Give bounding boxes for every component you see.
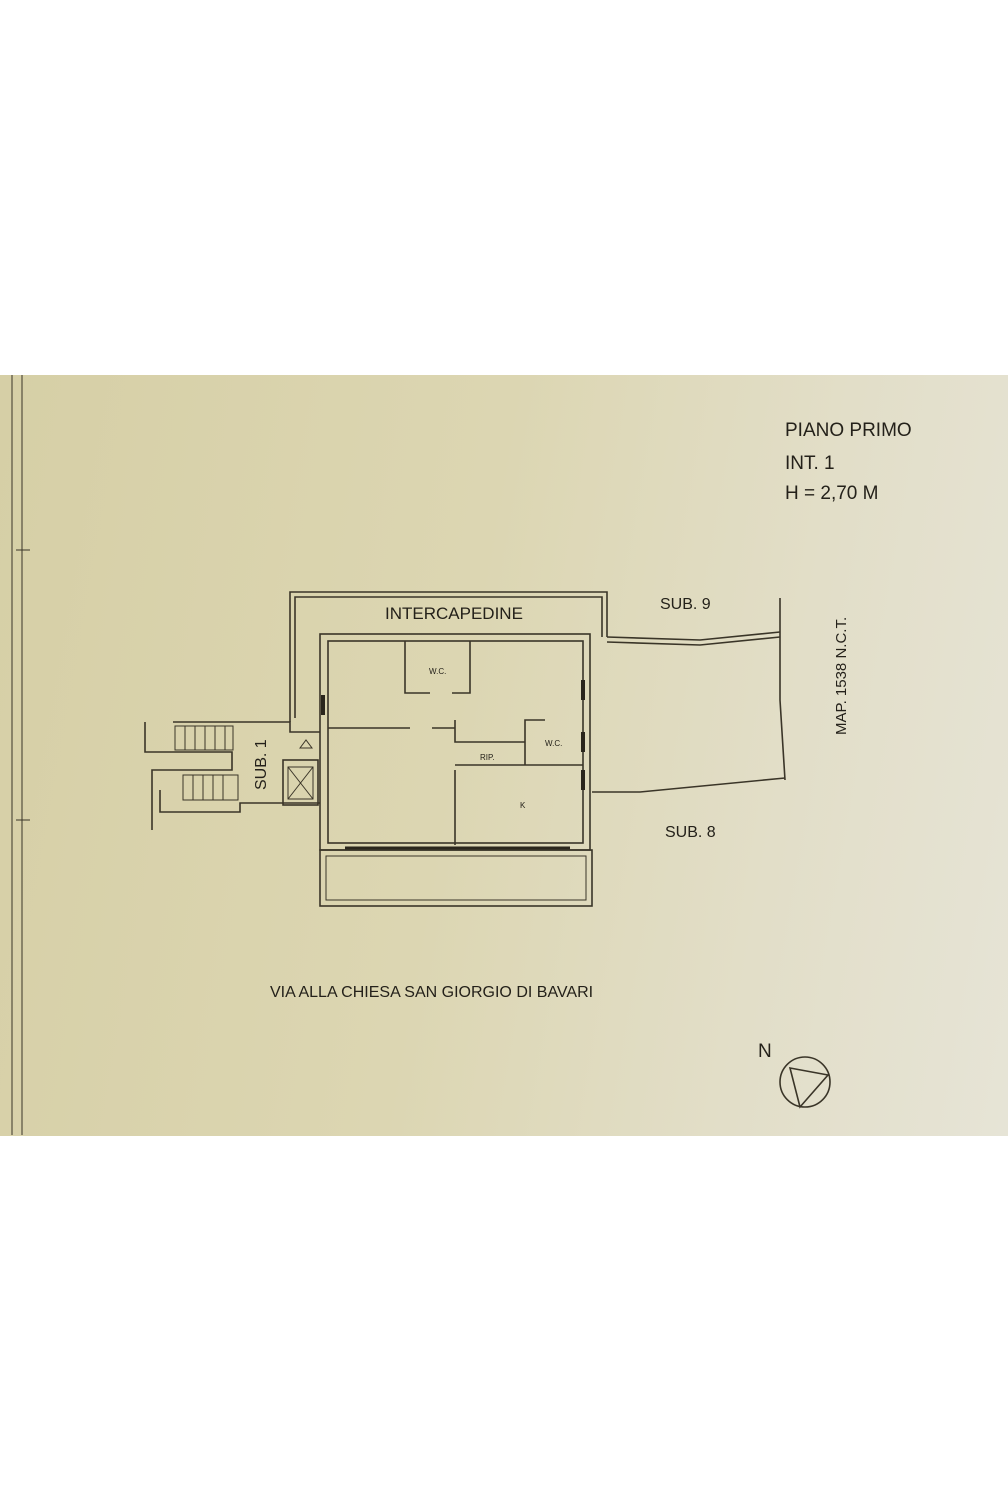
room-label-wc: W.C. xyxy=(429,667,446,676)
floor-label: PIANO PRIMO xyxy=(785,420,912,441)
adjacent-lot xyxy=(592,598,786,793)
height-label: H = 2,70 M xyxy=(785,483,878,504)
floor-plan-sheet xyxy=(0,375,1008,1136)
intercapedine-label: INTERCAPEDINE xyxy=(385,604,523,623)
staircase-icon xyxy=(144,721,320,830)
balcony xyxy=(319,849,593,907)
entrance-marker-icon xyxy=(299,739,313,749)
room-label-wc: W.C. xyxy=(545,739,562,748)
elevator-icon xyxy=(282,759,319,806)
room-label-rip: RIP. xyxy=(480,753,495,762)
north-arrow-compass-icon xyxy=(779,1056,831,1109)
intercapedine-wall xyxy=(289,591,608,722)
room-label-kitchen: K xyxy=(520,801,526,810)
north-label: N xyxy=(758,1041,772,1062)
sub8-label: SUB. 8 xyxy=(665,824,716,841)
street-label: VIA ALLA CHIESA SAN GIORGIO DI BAVARI xyxy=(270,984,593,1001)
map-label: MAP. 1538 N.C.T. xyxy=(833,617,850,735)
sub1-label: SUB. 1 xyxy=(253,739,270,790)
sub9-label: SUB. 9 xyxy=(660,596,711,613)
unit-label: INT. 1 xyxy=(785,453,835,474)
